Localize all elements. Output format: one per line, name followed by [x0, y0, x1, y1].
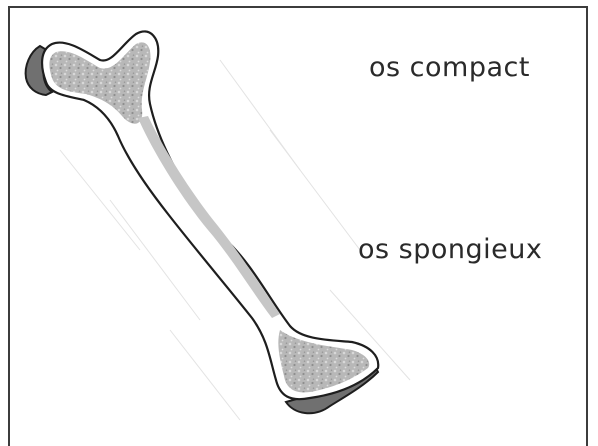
- label-spongy-bone: os spongieux: [358, 234, 542, 265]
- medullary-cavity: [138, 116, 280, 318]
- label-compact-bone: os compact: [369, 52, 530, 83]
